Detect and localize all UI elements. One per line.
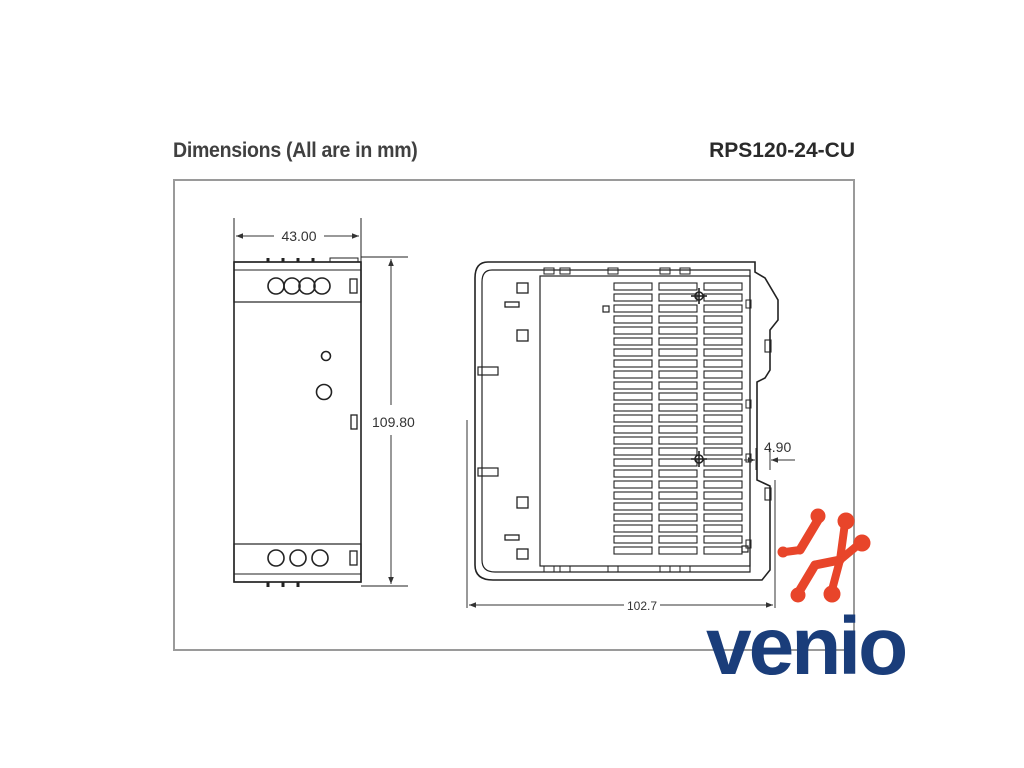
vent-slot: [658, 535, 698, 544]
front-height-label: 109.80: [372, 414, 415, 430]
vent-slot: [613, 326, 653, 335]
vent-slot: [703, 513, 743, 522]
vent-slot: [613, 293, 653, 302]
vent-slot: [703, 502, 743, 511]
vent-slot: [703, 458, 743, 467]
vent-slot: [658, 337, 698, 346]
vent-slot: [703, 535, 743, 544]
venio-mark-icon: [777, 508, 871, 603]
vent-slot: [703, 392, 743, 401]
vent-slot: [613, 315, 653, 324]
vent-slot: [613, 348, 653, 357]
side-view: [474, 261, 779, 581]
vent-slot: [703, 293, 743, 302]
vent-slot: [613, 436, 653, 445]
rail-offset-label: 4.90: [764, 439, 791, 455]
vent-slot: [613, 480, 653, 489]
screw-marks: [691, 288, 707, 467]
vent-slot: [613, 337, 653, 346]
vent-slot: [658, 370, 698, 379]
vent-slot: [703, 524, 743, 533]
vent-slot: [703, 425, 743, 434]
drawing-frame: [173, 179, 855, 651]
page-title: Dimensions (All are in mm): [173, 139, 418, 162]
vent-slot: [613, 535, 653, 544]
vent-slot: [658, 403, 698, 412]
vent-slots: [613, 282, 743, 555]
vent-slot: [658, 491, 698, 500]
vent-slot: [703, 315, 743, 324]
vent-slot: [703, 436, 743, 445]
vent-slot: [658, 304, 698, 313]
vent-slot: [613, 469, 653, 478]
vent-slot: [658, 447, 698, 456]
vent-slot: [658, 315, 698, 324]
side-depth-label: 102.7: [627, 599, 657, 613]
vent-slot: [658, 414, 698, 423]
vent-slot: [613, 502, 653, 511]
front-view: [233, 218, 408, 587]
vent-slot: [658, 381, 698, 390]
vent-slot: [658, 480, 698, 489]
vent-slot: [703, 337, 743, 346]
vent-slot: [703, 491, 743, 500]
vent-slot: [613, 491, 653, 500]
vent-slot: [658, 348, 698, 357]
vent-slot: [703, 370, 743, 379]
vent-slot: [703, 304, 743, 313]
vent-slot: [613, 524, 653, 533]
vent-slot: [658, 326, 698, 335]
vent-slot: [613, 403, 653, 412]
vent-slot: [703, 403, 743, 412]
vent-slot: [613, 414, 653, 423]
vent-slot: [613, 425, 653, 434]
vent-slot: [613, 370, 653, 379]
vent-slot: [613, 304, 653, 313]
brand-logo-text: venio: [706, 601, 908, 692]
vent-slot: [658, 359, 698, 368]
vent-slot: [658, 436, 698, 445]
vent-slot: [703, 480, 743, 489]
vent-slot: [703, 348, 743, 357]
vent-slot: [613, 359, 653, 368]
vent-slot: [613, 458, 653, 467]
vent-slot: [703, 469, 743, 478]
vent-slot: [658, 458, 698, 467]
model-number: RPS120-24-CU: [709, 139, 855, 162]
vent-slot: [613, 513, 653, 522]
vent-slot: [658, 502, 698, 511]
vent-slot: [658, 392, 698, 401]
vent-slot: [703, 414, 743, 423]
vent-slot: [703, 326, 743, 335]
vent-slot: [613, 392, 653, 401]
vent-slot: [613, 546, 653, 555]
vent-slot: [703, 447, 743, 456]
vent-slot: [658, 469, 698, 478]
vent-slot: [658, 293, 698, 302]
vent-slot: [613, 381, 653, 390]
vent-slot: [658, 513, 698, 522]
vent-slot: [658, 546, 698, 555]
vent-slot: [703, 282, 743, 291]
vent-slot: [658, 282, 698, 291]
vent-slot: [703, 359, 743, 368]
vent-slot: [613, 447, 653, 456]
vent-slot: [613, 282, 653, 291]
vent-slot: [703, 546, 743, 555]
vent-slot: [658, 425, 698, 434]
front-width-label: 43.00: [281, 228, 316, 244]
vent-slot: [703, 381, 743, 390]
vent-slot: [658, 524, 698, 533]
